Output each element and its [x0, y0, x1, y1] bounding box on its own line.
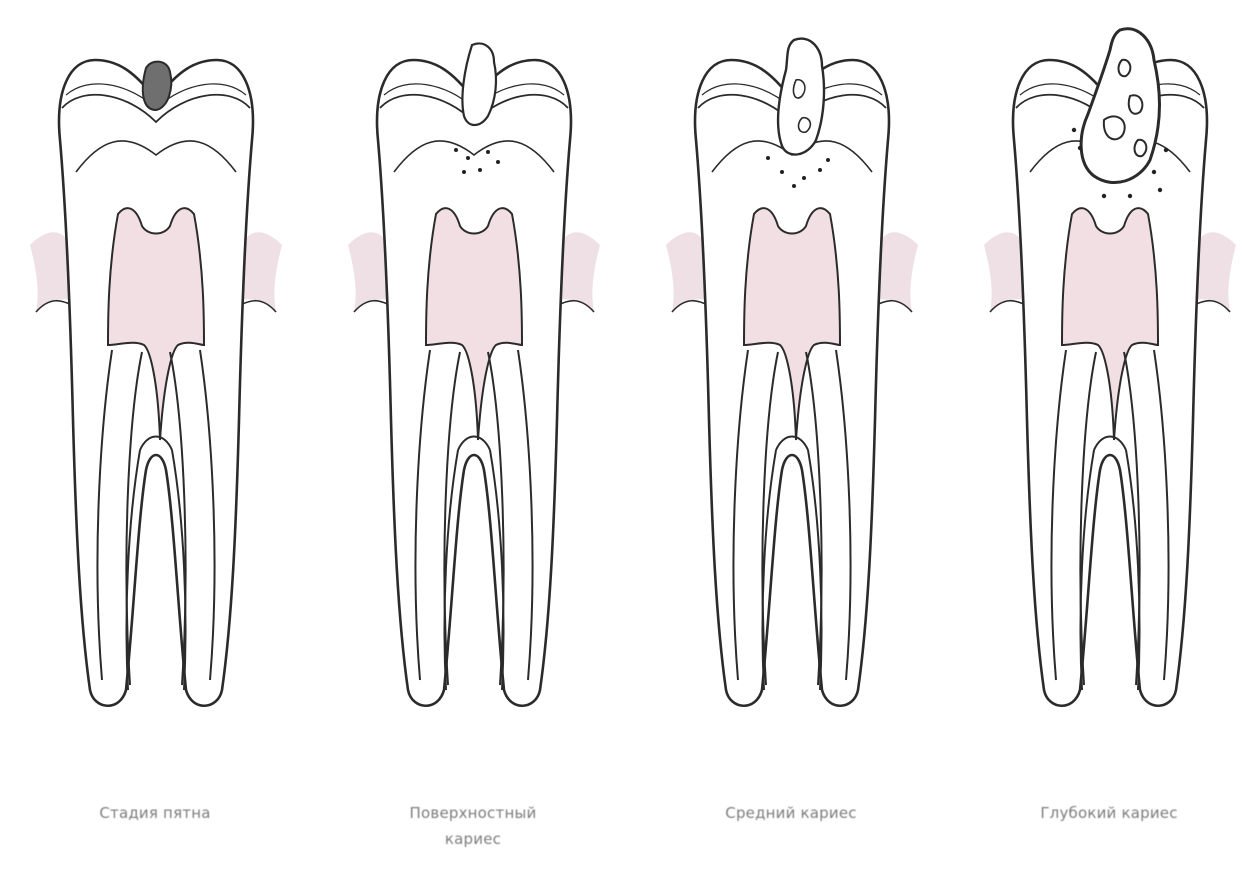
caries-dot: [802, 176, 806, 180]
caries-dot: [780, 170, 784, 174]
caries-dot: [818, 168, 822, 172]
caries-dot: [454, 148, 458, 152]
caries-dot: [466, 156, 470, 160]
caries-dot: [1128, 194, 1132, 198]
caries-dot: [826, 158, 830, 162]
caries-dot: [792, 184, 796, 188]
caries-dot: [766, 156, 770, 160]
caries-dot: [1152, 170, 1156, 174]
caries-dot: [1102, 194, 1106, 198]
tooth-illustration-spot: [0, 0, 311, 882]
tooth-illustration-superficial: [318, 0, 629, 882]
tooth-illustration-deep: [954, 0, 1244, 882]
caries-lesion-deep: [1081, 29, 1159, 183]
caries-dot: [486, 150, 490, 154]
caption-stage-medium: Средний кариес: [681, 800, 901, 826]
caries-dot: [496, 160, 500, 164]
caries-dot: [1164, 148, 1168, 152]
caries-spot: [143, 62, 171, 110]
caries-dot: [462, 170, 466, 174]
caries-dot: [1072, 128, 1076, 132]
tooth-stage-superficial: Поверхностный кариес: [318, 0, 629, 882]
caption-stage-spot: Стадия пятна: [45, 800, 265, 826]
caries-dot: [1158, 188, 1162, 192]
caries-dot: [1078, 146, 1082, 150]
tooth-stage-spot: Стадия пятна: [0, 0, 311, 882]
caption-stage-deep: Глубокий кариес: [999, 800, 1219, 826]
tooth-stage-medium: Средний кариес: [636, 0, 947, 882]
caries-dot: [478, 168, 482, 172]
caption-stage-superficial: Поверхностный кариес: [363, 800, 583, 852]
tooth-stage-deep: Глубокий кариес: [954, 0, 1244, 882]
caries-spot: [143, 62, 171, 110]
tooth-illustration-medium: [636, 0, 947, 882]
